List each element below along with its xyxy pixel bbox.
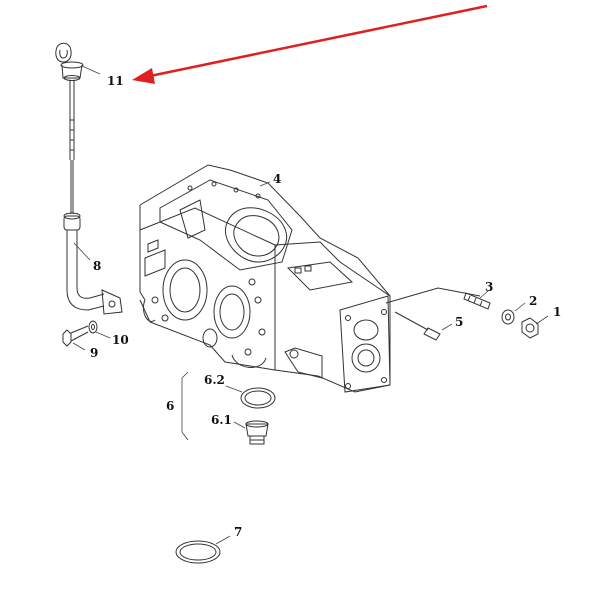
pin-part [385,287,481,341]
drain-plug-6-1-part [245,420,269,445]
dipstick-cap-part [55,42,84,90]
callout-6-2: 6.2 [204,373,225,387]
callout-9: 9 [90,346,99,360]
lock-washer-part [501,309,515,325]
o-ring-7-part [175,540,221,564]
callout-6-1: 6.1 [211,413,232,427]
transmission-housing-part [139,164,391,393]
dipstick-rod [69,90,75,214]
guide-tube-part [63,212,123,315]
leader-lines [72,65,549,545]
stud-part [463,292,491,310]
nut-part [521,317,539,339]
callout-8: 8 [93,259,102,273]
callout-11: 11 [107,74,124,88]
bolt-part [62,325,89,347]
callout-4: 4 [273,172,282,186]
red-pointer-arrow [132,4,488,84]
o-ring-6-2-part [240,387,276,409]
callout-10: 10 [112,333,129,347]
part-6-bracket [181,371,189,441]
callout-3: 3 [485,280,494,294]
callout-7: 7 [234,525,243,539]
callout-2: 2 [529,294,538,308]
washer-part [88,320,98,334]
callout-5: 5 [455,315,464,329]
callout-6: 6 [166,399,175,413]
callout-1: 1 [553,305,562,319]
